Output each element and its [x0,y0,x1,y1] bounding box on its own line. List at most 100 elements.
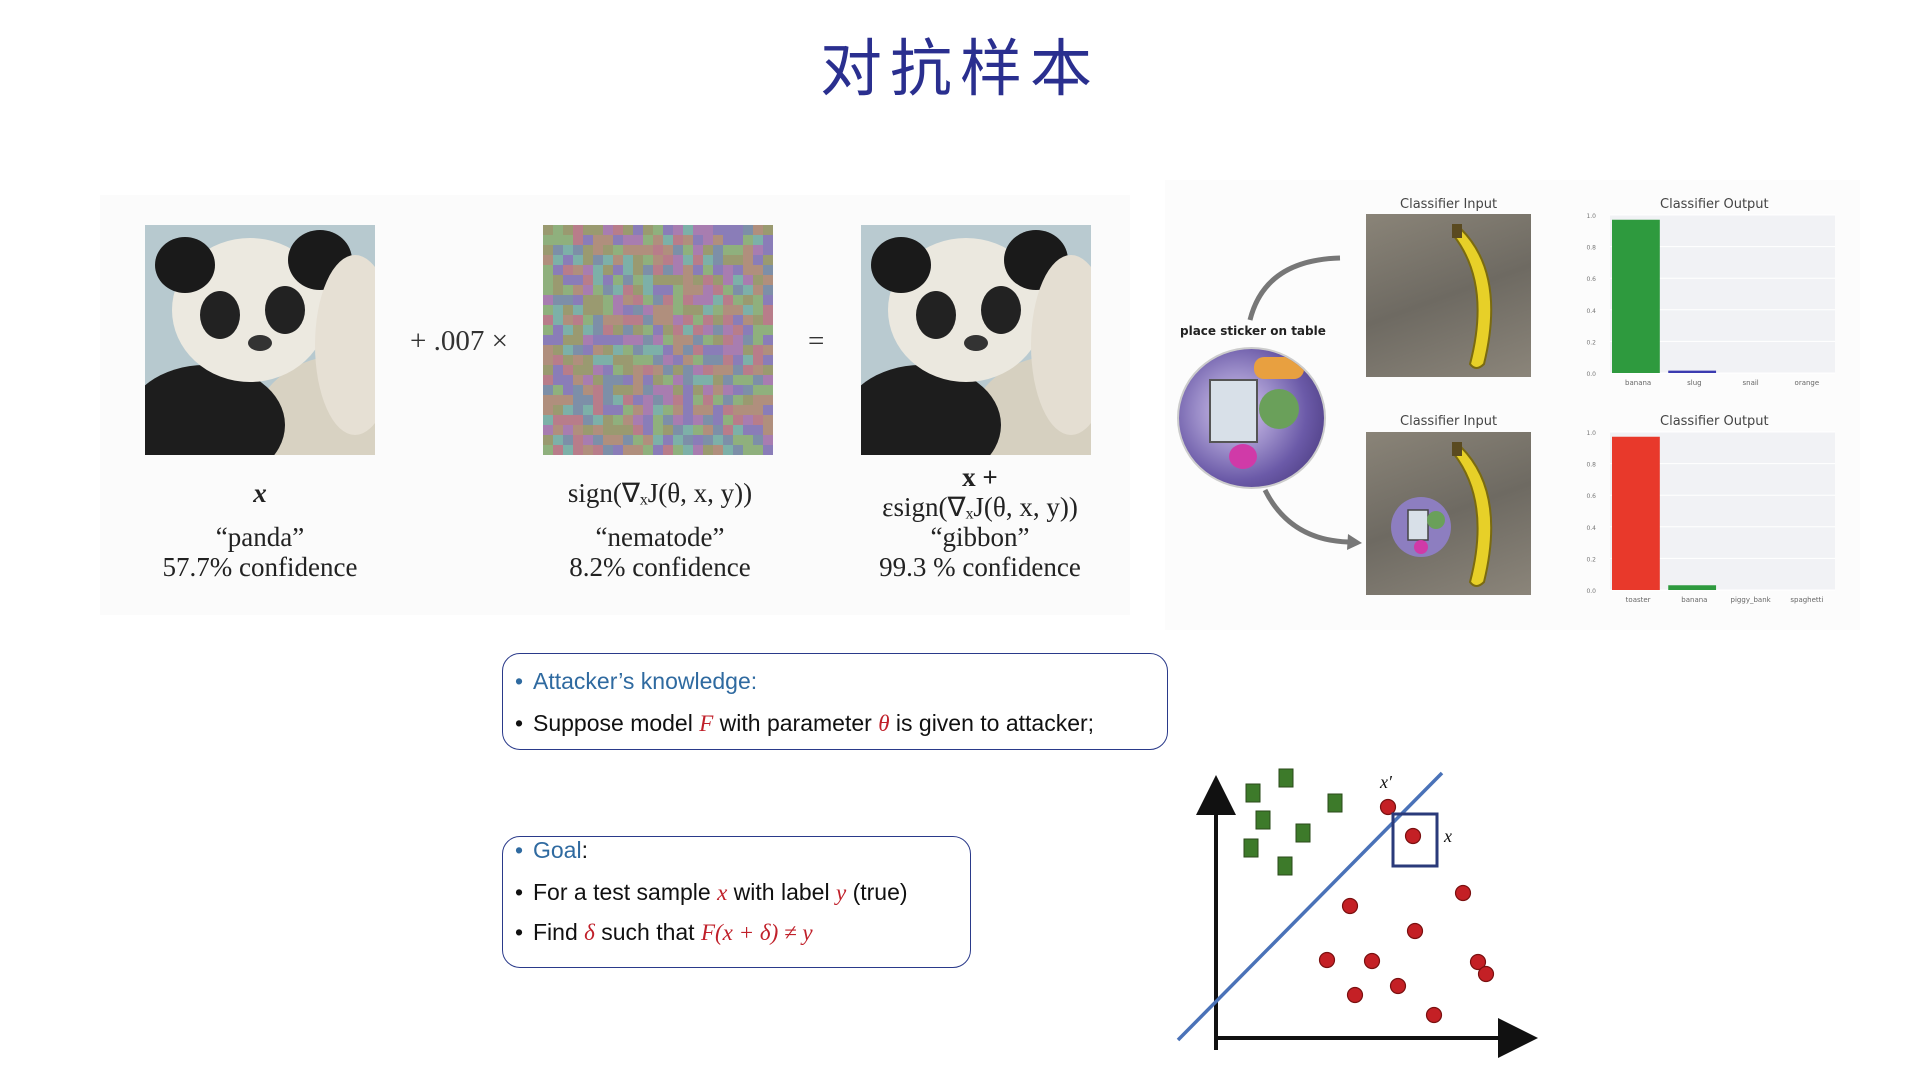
classifier-input-image-2 [1366,432,1531,595]
sticker-arrows [1247,255,1362,550]
math-x: x [253,478,267,508]
perturbation-box [1391,812,1439,868]
sticker-label: place sticker on table [1180,324,1326,338]
class-a-square [1245,783,1261,803]
model-symbol: F [699,711,714,736]
bar-toaster [1612,436,1660,590]
goal-line-1: • For a test sample x with label y (true) [515,879,908,906]
knowledge-statement: • Suppose model F with parameter θ is giv… [515,710,1094,737]
label-nematode: “nematode” [595,522,725,552]
goal-text-e: such that [594,919,701,945]
confidence-panda: 57.7% confidence [162,552,358,582]
page-title: 对抗样本 [819,32,1100,105]
bar-slug [1668,370,1717,373]
class-b-circle [1318,951,1336,969]
decision-boundary-line [1176,771,1444,1042]
y-tick-label: 0.0 [1586,371,1596,378]
classifier-output-title-2: Classifier Output [1660,414,1769,429]
goal-colon: : [581,837,588,863]
delta-symbol: δ [584,920,595,945]
label-gibbon: “gibbon” [930,522,1030,552]
adversarial-sticker [1177,347,1326,489]
class-b-circle [1341,897,1359,915]
bullet: • [515,710,524,736]
bullet: • [515,837,524,863]
caption-nematode: sign(∇ₓJ(θ, x, y)) “nematode” 8.2% confi… [500,478,820,582]
x-tick-label: toaster [1626,596,1651,604]
panda-image [145,225,375,455]
noise-image [543,225,773,455]
x-tick-label: spaghetti [1790,596,1823,604]
classifier-output-title-1: Classifier Output [1660,197,1769,212]
y-tick-label: 0.2 [1586,339,1596,346]
parameter-symbol: θ [878,711,890,736]
label-symbol: y [835,880,847,905]
goal-formula: F(x + δ) ≠ y [700,920,813,945]
classifier-output-chart-1: 0.0 0.2 0.4 0.6 0.8 1.0 banana slug snail orange [1586,213,1835,387]
x-tick-label: banana [1681,596,1707,604]
goal-text-d: Find [533,919,585,945]
attacker-knowledge-box: • Attacker’s knowledge: • Suppose model F … [502,653,1168,750]
decision-boundary-diagram: x′ x [1176,768,1538,1058]
math-eps-sign-gradient: εsign(∇ₓJ(θ, x, y)) [882,492,1078,522]
sample-symbol: x [717,880,728,905]
class-a-square [1295,823,1311,843]
class-b-circle [1346,986,1364,1004]
goal-text-b: with label [727,879,836,905]
knowledge-text-b: with parameter [713,710,879,736]
y-tick-label: 0.4 [1586,308,1596,315]
math-x-plus: x + [962,462,998,492]
x-tick-label: orange [1795,379,1820,387]
x-tick-label: slug [1687,379,1701,387]
knowledge-heading: Attacker’s knowledge: [533,668,758,694]
class-b-circle [1425,1006,1443,1024]
class-b-circle [1363,952,1381,970]
knowledge-heading-line: • Attacker’s knowledge: [515,668,757,695]
label-x: x [1443,826,1452,846]
classifier-input-image-1 [1366,214,1531,377]
goal-text-c: (true) [846,879,908,905]
y-tick-label: 0.8 [1586,245,1596,252]
goal-box: • Goal: • For a test sample x with label y… [502,836,971,968]
caption-gibbon: x + εsign(∇ₓJ(θ, x, y)) “gibbon” 99.3 % … [830,462,1130,582]
class-b-circle [1477,965,1495,983]
class-b-circle [1404,827,1422,845]
class-a-square [1327,793,1343,813]
label-panda: “panda” [215,522,305,552]
bar-banana [1612,219,1660,373]
class-a-square [1278,768,1294,788]
classifier-input-title-2: Classifier Input [1400,414,1498,429]
x-tick-label: piggy_bank [1731,596,1772,604]
x-tick-label: banana [1625,379,1651,387]
y-tick-label: 0.8 [1586,462,1596,469]
label-x-prime: x′ [1379,772,1393,792]
y-tick-label: 0.0 [1586,588,1596,595]
math-sign-gradient: sign(∇ₓJ(θ, x, y)) [567,478,753,508]
equals-operator: = [808,325,825,357]
class-a-square [1255,810,1271,830]
y-tick-label: 1.0 [1586,213,1596,220]
x-tick-label: snail [1742,379,1758,387]
caption-panda: x “panda” 57.7% confidence [120,478,400,582]
bullet: • [515,879,524,905]
class-b-circle [1454,884,1472,902]
class-b-circle [1406,922,1424,940]
y-tick-label: 0.6 [1586,493,1596,500]
class-b-circle [1379,798,1397,816]
class-b-circle [1389,977,1407,995]
panda-image-adversarial [861,225,1091,455]
y-tick-label: 0.2 [1586,556,1596,563]
goal-heading: Goal [533,837,582,863]
goal-line-2: • Find δ such that F(x + δ) ≠ y [515,919,813,946]
bullet: • [515,668,524,694]
bullet: • [515,919,524,945]
goal-heading-line: • Goal: [515,837,588,864]
y-tick-label: 1.0 [1586,430,1596,437]
confidence-nematode: 8.2% confidence [569,552,751,582]
class-a-square [1243,838,1259,858]
knowledge-text-a: Suppose model [533,710,700,736]
y-tick-label: 0.6 [1586,276,1596,283]
knowledge-text-c: is given to attacker; [889,710,1095,736]
goal-text-a: For a test sample [533,879,718,905]
